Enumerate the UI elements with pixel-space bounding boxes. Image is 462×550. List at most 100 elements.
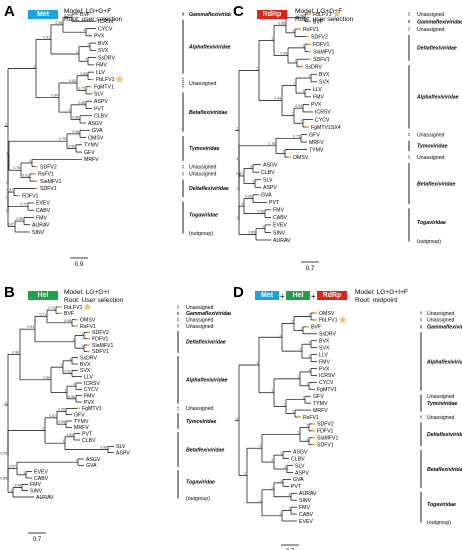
panel-c-rdrp-tree: C RdRp Model: LG+G+F Root: user selectio… xyxy=(231,0,462,275)
taxon-label: BVX xyxy=(98,41,109,47)
taxon-label: BVX xyxy=(319,72,330,78)
root-line: Root: midpoint xyxy=(355,297,398,304)
bootstrap-value: 0.96 xyxy=(68,395,75,399)
taxon-label: MRFV xyxy=(74,425,89,431)
bootstrap-value: 1 xyxy=(6,152,8,156)
taxon-label: BVX xyxy=(80,362,91,368)
family-label: Alphaflexiviridae xyxy=(188,45,231,51)
bootstrap-value: 1 xyxy=(271,458,273,462)
taxon-label: EVEV xyxy=(34,469,48,475)
taxon-label: ICRSV xyxy=(98,19,114,25)
taxon-label: AURAV xyxy=(299,491,317,497)
family-label: Unassigned xyxy=(189,81,217,87)
taxon-label: EVEV xyxy=(36,201,50,207)
bootstrap-value: 0.98 xyxy=(297,14,304,18)
family-label: Gammaflexiviridae xyxy=(186,311,231,317)
taxon-label: CYCV xyxy=(319,380,334,386)
taxon-label: ICRSV xyxy=(319,373,335,379)
taxon-label: CABV xyxy=(273,215,288,221)
taxon-label: SVX xyxy=(80,368,91,374)
taxon-label: ASGV xyxy=(88,121,103,127)
bootstrap-value: 0.85 xyxy=(0,476,7,480)
taxon-label: FbLFV1 xyxy=(64,305,83,311)
taxon-label: TYMV xyxy=(309,147,324,153)
bootstrap-value: 0.87 xyxy=(49,414,56,418)
bootstrap-value: 1 xyxy=(236,416,238,420)
family-label: (outgroup) xyxy=(417,239,441,245)
taxon-label: MRFV xyxy=(309,140,324,146)
taxon-label: FMV xyxy=(84,393,95,399)
bootstrap-value: 1 xyxy=(292,410,294,414)
root-line: Root: user selection xyxy=(295,16,354,23)
taxon-label: ASGV xyxy=(86,457,101,463)
taxon-label: CLBV xyxy=(94,114,108,120)
taxon-label: SDFV2 xyxy=(317,422,334,428)
taxon-label: GVA xyxy=(92,128,103,134)
bootstrap-value: 1 xyxy=(5,401,7,405)
taxon-label: CLBV xyxy=(291,456,305,462)
bootstrap-value: 1 xyxy=(302,89,304,93)
bootstrap-value: 1 xyxy=(75,458,77,462)
bootstrap-value: 1 xyxy=(64,389,66,393)
family-label: Unassigned xyxy=(186,317,214,323)
phylo-tree-svg: 0.710.991110.5210.960.990.990.820.96110.… xyxy=(0,302,231,543)
bootstrap-value: 1 xyxy=(76,50,78,54)
bootstrap-value: 1 xyxy=(302,44,304,48)
taxon-label: FDFV1 xyxy=(313,42,330,48)
taxon-label: CLBV xyxy=(261,170,275,176)
family-label: Tymoviridae xyxy=(427,401,457,407)
taxon-label: TYMV xyxy=(74,419,89,425)
model-line: Model: LG+G+F xyxy=(295,8,343,15)
bootstrap-value: 1 xyxy=(236,157,238,161)
family-label: Deltaflexiviridae xyxy=(417,46,457,52)
bootstrap-value: 0.94 xyxy=(274,97,281,101)
bootstrap-value: 1 xyxy=(282,149,284,153)
bootstrap-value: 1 xyxy=(297,430,299,434)
bootstrap-value: 0.87 xyxy=(7,223,14,227)
taxon-label: FgMTV1SX4 xyxy=(311,125,341,131)
bootstrap-value: 1 xyxy=(308,340,310,344)
bootstrap-value: 0.86 xyxy=(72,115,79,119)
taxon-label: FbLFV1 xyxy=(96,77,115,83)
family-label: Unassigned xyxy=(427,415,455,421)
taxon-label: RsFV1 xyxy=(303,27,319,33)
taxon-label: PVT xyxy=(269,200,280,206)
bootstrap-value: 1 xyxy=(288,507,290,511)
taxon-label: SLV xyxy=(263,178,273,184)
taxon-label: PVX xyxy=(94,34,105,40)
taxon-label: ASPV xyxy=(295,470,309,476)
bootstrap-value: 0.98 xyxy=(14,484,21,488)
taxon-label: FgMTV1 xyxy=(94,84,114,90)
bootstrap-value: 0.96 xyxy=(100,446,107,450)
family-label: Togaviridae xyxy=(186,479,215,485)
taxon-label: SDFV1 xyxy=(40,186,57,192)
bootstrap-value: 0.71 xyxy=(48,306,55,310)
bootstrap-value: 0.77 xyxy=(78,86,85,90)
taxon-label: SlaMFV1 xyxy=(313,49,334,55)
family-label: Gammaflexiviridae xyxy=(427,325,462,331)
panel-letter: D xyxy=(233,284,244,301)
bootstrap-value: 1 xyxy=(62,439,64,443)
family-label: Betaflexiviridae xyxy=(427,467,462,473)
taxon-label: FgMTV1 xyxy=(82,406,102,412)
taxon-label: GFV xyxy=(74,412,85,418)
bootstrap-value: 0.68 xyxy=(78,101,85,105)
taxon-label: SsDRV xyxy=(98,55,115,61)
family-label: Deltaflexiviridae xyxy=(189,186,229,192)
bootstrap-value: 1 xyxy=(85,57,87,61)
taxon-label: FgMTV1 xyxy=(317,387,337,393)
bootstrap-value: 1 xyxy=(279,512,281,516)
bootstrap-value: 1 xyxy=(271,486,273,490)
taxon-label: SsDRV xyxy=(80,355,97,361)
taxon-label: SLV xyxy=(295,463,305,469)
bootstrap-value: 1 xyxy=(72,338,74,342)
taxon-label: SINV xyxy=(32,230,45,236)
met-chip: Met xyxy=(28,10,58,19)
bootstrap-value: 1 xyxy=(236,216,238,220)
scale-bar-label: 0.9 xyxy=(75,262,84,268)
bootstrap-value: 1 xyxy=(81,344,83,348)
family-label: Unassigned xyxy=(417,27,445,33)
phylo-tree-svg: 111111111111111111111111111111OMSVFbLFV1… xyxy=(235,311,462,550)
taxon-label: SDFV2 xyxy=(311,34,328,40)
bootstrap-value: 1 xyxy=(293,82,295,86)
